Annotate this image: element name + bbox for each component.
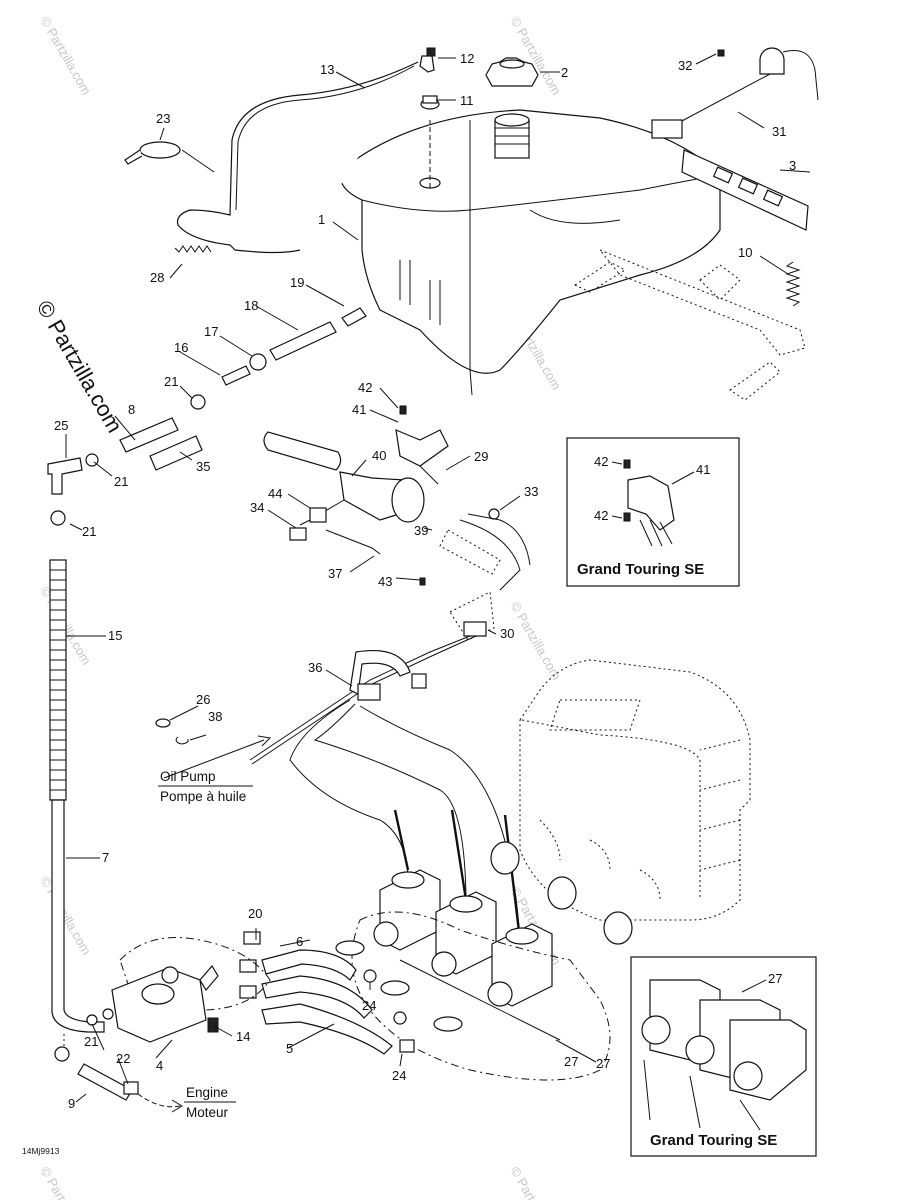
watermark-tile: © Partzilla.com [507, 1164, 564, 1200]
fuel-hoses [239, 931, 415, 1055]
callout: 29 [474, 449, 488, 464]
callout: 3 [789, 158, 796, 173]
callout: 22 [116, 1051, 130, 1066]
callout: 27 [596, 1056, 610, 1071]
callout: 14 [236, 1029, 250, 1044]
callout: 43 [378, 574, 392, 589]
watermark-tile: © Partzilla.com [37, 14, 94, 97]
callout: 2 [561, 65, 568, 80]
mounting-plate [681, 149, 809, 231]
callout: 21 [84, 1034, 98, 1049]
carb-clamps [335, 940, 463, 1032]
callout: 4 [156, 1058, 163, 1073]
callout: 37 [328, 566, 342, 581]
inset-grand-touring-se-switch: 42 41 42 Grand Touring SE [566, 437, 740, 587]
throttle-cable [249, 513, 531, 765]
watermark-tile: © Partzilla.com [37, 874, 94, 957]
callout: 30 [500, 626, 514, 641]
callout: 27 [564, 1054, 578, 1069]
oil-pump-label-fr: Pompe à huile [160, 789, 246, 804]
callout: 35 [196, 459, 210, 474]
level-sensor [651, 47, 819, 139]
inset-callout: 27 [768, 971, 782, 986]
callout: 1 [318, 212, 325, 227]
callout: 5 [286, 1041, 293, 1056]
callout: 24 [362, 998, 376, 1013]
cable-connector [349, 649, 427, 701]
inset-grand-touring-se-carbs: 27 Grand Touring SE [630, 956, 817, 1157]
callout: 21 [164, 374, 178, 389]
figure-code: 14Mj9913 [22, 1146, 60, 1156]
cable-tie [124, 141, 215, 173]
callout: 44 [268, 486, 282, 501]
callout: 33 [524, 484, 538, 499]
callout: 11 [460, 93, 474, 108]
callout: 28 [150, 270, 164, 285]
callout: 39 [414, 523, 428, 538]
callout: 6 [296, 934, 303, 949]
callout: 7 [102, 850, 109, 865]
callout: 18 [244, 298, 258, 313]
callout: 25 [54, 418, 68, 433]
callout: 20 [248, 906, 262, 921]
callout: 41 [352, 402, 366, 417]
inset-title: Grand Touring SE [577, 561, 704, 578]
grommet-and-elbow [419, 47, 440, 110]
fuel-line [49, 559, 105, 1033]
oil-pump-label: Oil Pump Pompe à huile [158, 769, 253, 804]
callout: 19 [290, 275, 304, 290]
clip-38 [175, 736, 189, 745]
vent-hose [176, 61, 419, 254]
callout: 38 [208, 709, 222, 724]
watermark-tile: © Partzilla.com [507, 599, 564, 682]
engine-feed-hose [54, 1034, 183, 1113]
carburetors [351, 869, 611, 1081]
washer-26 [155, 718, 171, 728]
inset-callout: 42 [594, 508, 608, 523]
tank-bracket [573, 248, 806, 401]
callout: 24 [392, 1068, 406, 1083]
callout: 23 [156, 111, 170, 126]
callout: 34 [250, 500, 264, 515]
spring-28 [174, 245, 212, 253]
callout: 13 [320, 62, 334, 77]
vent-hose-inner [235, 65, 415, 211]
callout: 31 [772, 124, 786, 139]
outlet-fittings [190, 307, 367, 410]
watermark-side: © Partzilla.com [32, 296, 128, 437]
tee-fitting [47, 453, 99, 526]
watermark-tile: © Partzilla.com [37, 1164, 94, 1200]
callout: 32 [678, 58, 692, 73]
callout: 16 [174, 340, 188, 355]
tank-cap [485, 57, 539, 87]
engine-block [490, 659, 751, 945]
engine-label-en: Engine [186, 1085, 228, 1100]
callout-numbers: 1 2 3 4 5 6 7 8 9 10 11 12 13 14 15 16 1… [54, 51, 796, 1111]
inset-title: Grand Touring SE [650, 1132, 777, 1149]
callout: 10 [738, 245, 752, 260]
callout: 17 [204, 324, 218, 339]
callout: 8 [128, 402, 135, 417]
callout: 12 [460, 51, 474, 66]
callout: 36 [308, 660, 322, 675]
callout: 26 [196, 692, 210, 707]
oil-tank [339, 109, 721, 374]
leader-lines [65, 53, 811, 1103]
oil-pump-label-en: Oil Pump [160, 769, 216, 784]
callout: 40 [372, 448, 386, 463]
engine-label: Engine Moteur [184, 1085, 236, 1120]
hose-sleeves [119, 417, 203, 471]
callout: 15 [108, 628, 122, 643]
throttle-grip-assembly [263, 405, 500, 586]
fuel-pump [86, 937, 271, 1043]
callout: 21 [82, 524, 96, 539]
callout: 9 [68, 1096, 75, 1111]
callout: 42 [358, 380, 372, 395]
engine-label-fr: Moteur [186, 1105, 229, 1120]
inset-callout: 42 [594, 454, 608, 469]
inset-callout: 41 [696, 462, 710, 477]
callout: 21 [114, 474, 128, 489]
